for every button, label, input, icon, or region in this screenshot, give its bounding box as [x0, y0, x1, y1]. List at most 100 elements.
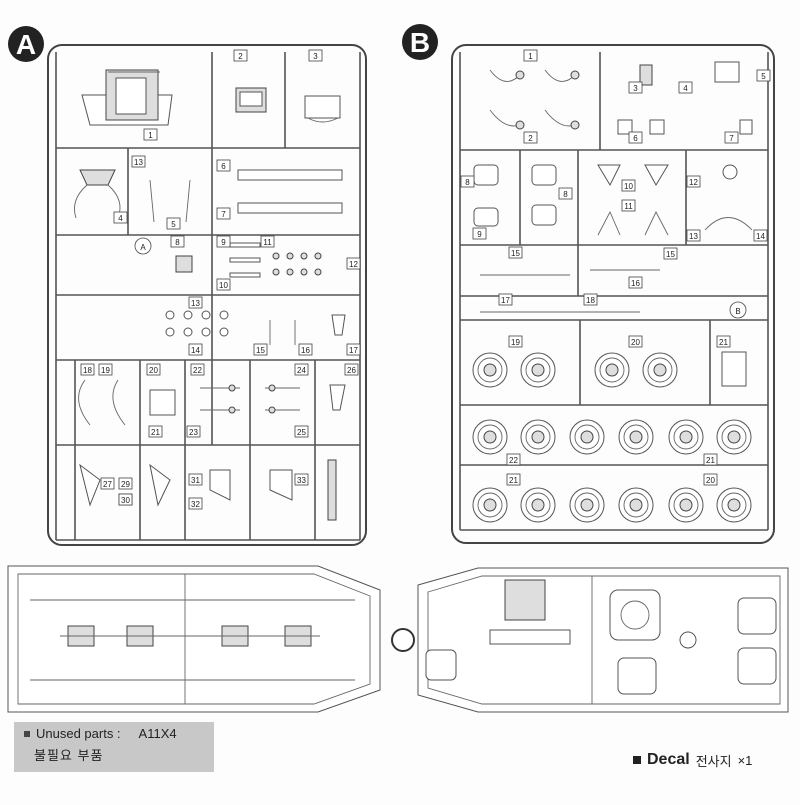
sprue-a-number-box	[131, 155, 146, 168]
wheel-ring	[629, 498, 643, 512]
sprue-b-number: 11	[624, 202, 633, 211]
sprue-b-number: 8	[465, 178, 470, 187]
sprue-a-part-5	[149, 179, 191, 223]
sprue-b-part-10	[597, 164, 669, 187]
sprue-a-number-box	[98, 363, 113, 376]
wheel-ring	[679, 498, 693, 512]
wheel-ring	[525, 424, 551, 450]
sprue-a-tag: A	[140, 243, 146, 252]
sprue-b-number-box	[716, 335, 731, 348]
sprue-a-number-box	[346, 343, 361, 356]
sprue-a-part-7	[237, 202, 343, 214]
sprue-b-part-13	[704, 217, 753, 231]
sprue-a-part-17	[331, 314, 346, 336]
sprue-a-number-box	[143, 128, 158, 141]
sprue-b-number-box	[460, 175, 475, 188]
wheel-ring	[727, 498, 741, 512]
wheel-ring	[580, 498, 594, 512]
sprue-a-part-6	[237, 169, 343, 181]
wheel-ring	[477, 424, 503, 450]
decal-count: ×1	[737, 752, 753, 768]
sprue-a-number-box	[216, 159, 231, 172]
wheel-ring	[721, 424, 747, 450]
sprue-b-part-3	[639, 61, 740, 86]
sprue-a-number-box	[294, 363, 309, 376]
sprue-a-number-box	[190, 363, 205, 376]
sprue-b-number: 10	[624, 182, 633, 191]
sprue-a-number: 15	[256, 346, 265, 355]
sprue-b-number: 21	[719, 338, 728, 347]
wheel-ring	[580, 430, 594, 444]
sprue-b-part-6	[617, 119, 753, 135]
sprue-b-number-box	[703, 473, 718, 486]
wheel-ring	[525, 492, 551, 518]
sprue-b-number: 13	[689, 232, 698, 241]
sprue-a-number: 24	[297, 366, 306, 375]
sprue-b-number-box	[756, 69, 771, 82]
sprue-b-number-box	[628, 276, 643, 289]
sprue-a-part-31	[269, 469, 293, 501]
wheel-ring	[673, 492, 699, 518]
sprue-b-number-box	[506, 453, 521, 466]
sprue-a-number-box	[170, 235, 185, 248]
wheel-ring	[477, 492, 503, 518]
sprue-b-number-box	[621, 179, 636, 192]
sprue-b-number: 18	[586, 296, 595, 305]
sprue-b-number-box	[628, 335, 643, 348]
sprue-a-number: 26	[347, 366, 356, 375]
wheel-ring	[525, 357, 551, 383]
sprue-b-number-box	[523, 131, 538, 144]
decal-label: Decal	[647, 751, 690, 768]
decal-note: Decal 전사지 ×1	[633, 748, 752, 772]
sprue-b-number: 20	[706, 476, 715, 485]
sprue-b-number: 20	[631, 338, 640, 347]
sprue-b-part-2	[489, 109, 580, 130]
sprue-a-number: 5	[171, 220, 176, 229]
sprue-a-part-19	[112, 379, 126, 426]
wheel-ring	[483, 430, 497, 444]
sprue-b-number-box	[703, 453, 718, 466]
sprue-b-number-box	[686, 229, 701, 242]
sprue-b-number: 7	[729, 134, 734, 143]
sprue-a-number-box	[188, 473, 203, 486]
sprue-a-number-box	[166, 217, 181, 230]
sprue-b-number-box	[498, 293, 513, 306]
sprue-a-number: 3	[313, 52, 318, 61]
wheel-ring	[483, 498, 497, 512]
sprue-a-number: 8	[175, 238, 180, 247]
sprue-b-number: 21	[706, 456, 715, 465]
sprue-b-number: 14	[756, 232, 765, 241]
sprue-a-number-box	[188, 343, 203, 356]
sprue-a-number: 27	[103, 480, 112, 489]
sprue-a-number: 11	[263, 238, 272, 247]
upper-hull-hatch-right-top	[737, 597, 777, 635]
sprue-a-number-box	[216, 235, 231, 248]
sprue-b-part-11	[597, 210, 669, 236]
sprue-a-part-1	[81, 69, 173, 126]
wheel-ring	[531, 363, 545, 377]
sprue-a-number: 23	[189, 428, 198, 437]
sprue-b-number-box	[583, 293, 598, 306]
sprue-a-number: 17	[349, 346, 358, 355]
sprue-b-number: 15	[511, 249, 520, 258]
sprue-b-number: 17	[501, 296, 510, 305]
sprue-a-number: 33	[297, 476, 306, 485]
sprue-a-number-box	[233, 49, 248, 62]
sprue-b-number: 12	[689, 178, 698, 187]
sprue-a-part-33	[327, 459, 337, 521]
sprue-b-number-box	[621, 199, 636, 212]
wheel-ring	[531, 430, 545, 444]
sprue-a-part-3	[304, 95, 341, 123]
sprue-b-number-box	[558, 187, 573, 200]
clear-ring-part	[391, 628, 415, 652]
sprue-a-part-18	[78, 379, 91, 426]
sprue-a-number: 21	[151, 428, 160, 437]
sprue-b-part-22	[721, 351, 747, 387]
sprue-a-number-box	[253, 343, 268, 356]
sprue-a-frame	[47, 44, 367, 546]
wheel-ring	[647, 357, 673, 383]
sprue-a-number: 6	[221, 162, 226, 171]
sprue-a-part-16	[269, 320, 296, 345]
